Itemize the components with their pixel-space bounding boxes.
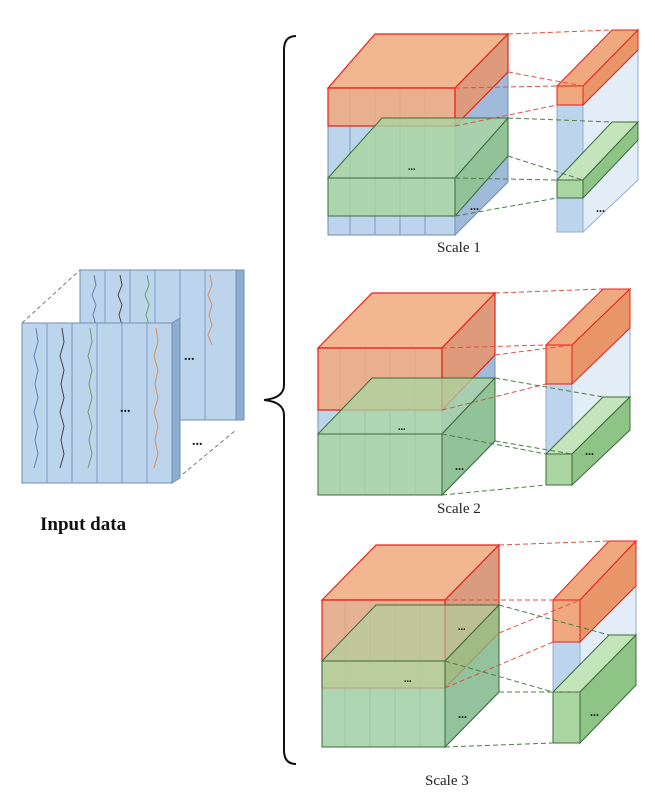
input-front-ellipsis: ... <box>120 401 131 416</box>
scale-3-group: ... ... ... ... Scale 3 <box>320 539 638 789</box>
input-block-front: ... <box>21 317 181 484</box>
scale-1-label: Scale 1 <box>437 240 481 256</box>
scale-2-pillar-ellipsis: ... <box>585 444 594 458</box>
scale-2-depth-ellipsis: ... <box>455 459 464 473</box>
scale-1-depth-ellipsis: ... <box>470 199 479 213</box>
input-depth-ellipsis: ... <box>192 434 203 449</box>
scale-1-inner-ellipsis: ... <box>408 162 416 173</box>
scale-2-label: Scale 2 <box>437 501 481 517</box>
input-back-ellipsis: ... <box>184 349 195 364</box>
scale-3-label: Scale 3 <box>425 773 469 789</box>
scale-3-depth-ellipsis: ... <box>458 707 467 721</box>
scale-3-inner-ellipsis: ... <box>404 674 412 685</box>
scale-2-inner-ellipsis: ... <box>398 422 406 433</box>
scale-1-pillar-ellipsis: ... <box>596 201 605 215</box>
scale-3-top-ellipsis: ... <box>458 622 466 633</box>
scale-2-group: ... ... ... Scale 2 <box>316 287 632 517</box>
grouping-brace <box>263 35 297 765</box>
scale-3-pillar-ellipsis: ... <box>590 705 599 719</box>
input-data-stack: ... ... ... <box>21 269 245 484</box>
input-data-label: Input data <box>40 514 127 535</box>
scale-1-group: ... ... ... Scale 1 <box>326 28 640 256</box>
